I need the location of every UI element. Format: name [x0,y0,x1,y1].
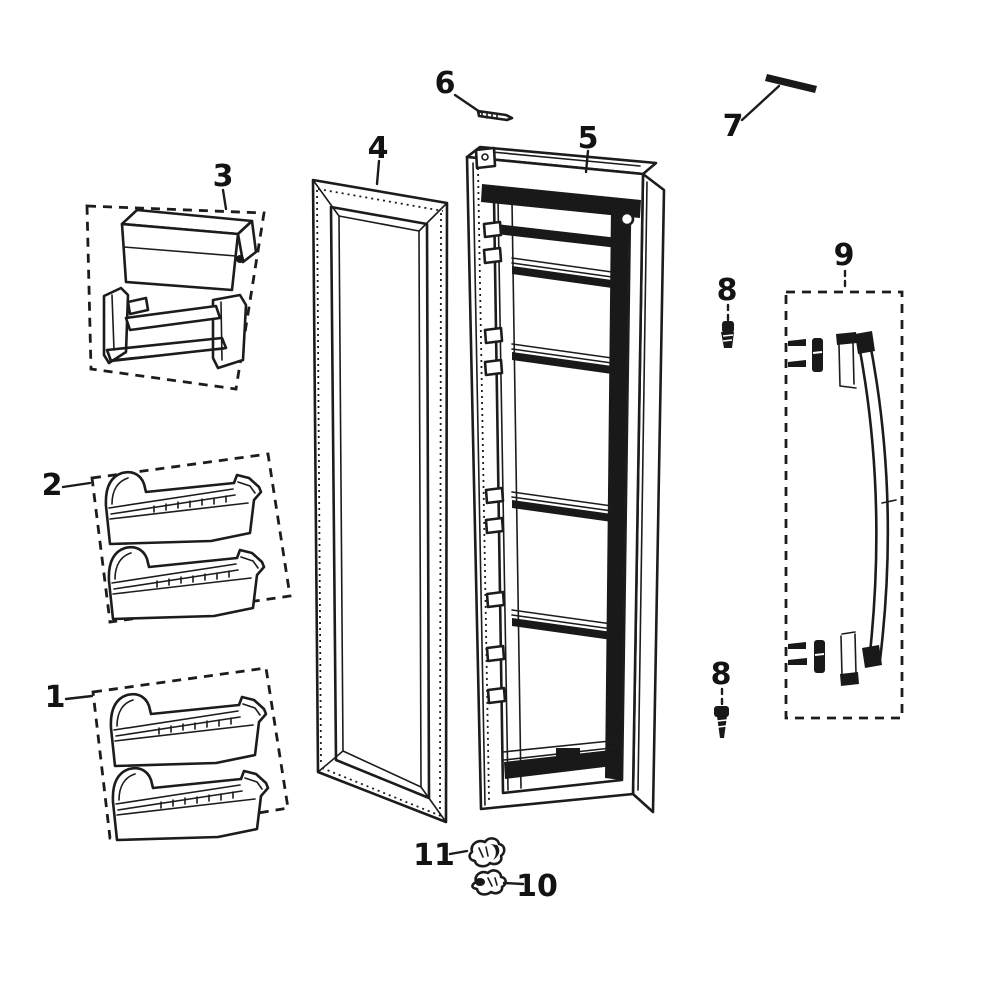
callout-2: 2 [42,468,63,503]
callout-3: 3 [213,159,234,194]
callout-8-lower: 8 [711,657,732,692]
callout-8-upper: 8 [717,273,738,308]
door-bin [107,545,266,621]
door-bin [104,470,263,546]
lower-bins-dashed-box [91,666,290,840]
door-handle-assembly [784,290,904,720]
callout-11: 11 [413,838,455,873]
cap-part-10 [471,869,507,896]
dairy-cover-part [120,208,258,292]
callout-labels: 1 2 3 4 5 6 7 8 8 9 10 11 [42,66,855,904]
dairy-bin-dashed-box [85,204,266,391]
leader-lines [61,84,847,886]
middle-bins-dashed-box [90,452,292,624]
handle-dashed-box [784,290,904,720]
callout-5: 5 [578,121,599,156]
trim-strip-part-7 [765,74,817,93]
door-shelf-clips [482,220,507,705]
callout-6: 6 [435,66,456,101]
lower-door-bin-pair [91,666,290,842]
door-bin [111,766,270,842]
callout-1: 1 [45,680,66,715]
door-shelf-rails [511,257,613,640]
door-assembly-part [465,145,666,814]
screw-part-8-lower [714,706,729,738]
callout-9: 9 [834,238,855,273]
handle-bar [855,331,897,668]
screw-part-6 [476,109,514,122]
door-gasket-part [311,178,449,824]
dairy-bin-bracket-part [102,286,248,370]
cap-part-11 [468,837,506,868]
callout-4: 4 [368,131,389,166]
dairy-bin-assembly [85,204,266,391]
callout-7: 7 [723,109,744,144]
screw-part-8-upper [721,321,734,348]
door-bin [109,692,268,768]
callout-10: 10 [516,869,558,904]
middle-door-bin-pair [90,452,292,624]
